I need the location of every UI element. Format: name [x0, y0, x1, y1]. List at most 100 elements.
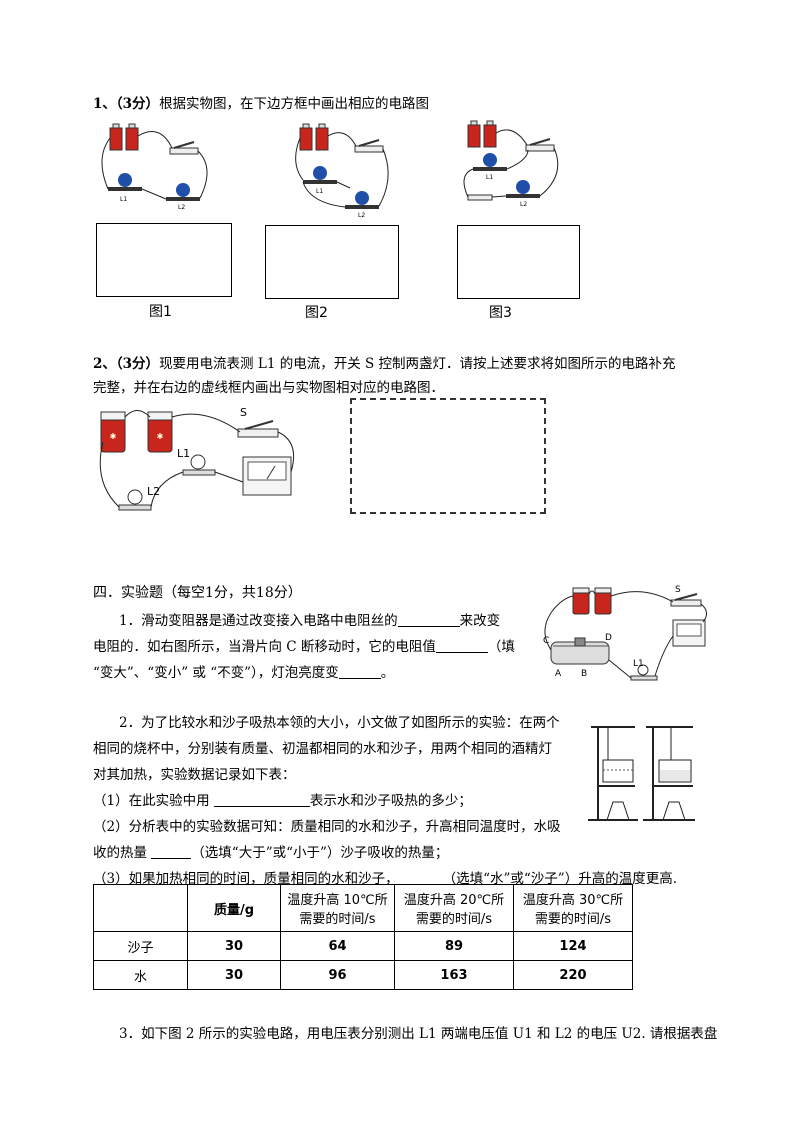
q1-caption-3: 图3 — [489, 305, 512, 321]
switch-icon — [354, 139, 384, 153]
table-row: 水 30 96 163 220 — [93, 960, 633, 990]
ammeter-icon — [242, 456, 292, 496]
q2-l1-label: L1 — [177, 447, 190, 460]
q1-score: （3分） — [115, 96, 160, 112]
s4-p2-sub2a: （2）分析表中的实验数据可知：质量相同的水和沙子，升高相同温度时，水吸 — [93, 819, 561, 835]
q1-figure-2-circuit: L1 L2 — [295, 123, 389, 219]
switch-icon — [169, 141, 199, 155]
table-cell: 64 — [280, 931, 395, 961]
battery-1-icon: ✱ — [100, 411, 126, 453]
s4-p1-fig-a: A — [555, 669, 562, 679]
table-header-10c: 温度升高 10℃所需要的时间/s — [280, 884, 395, 932]
table-cell: 89 — [394, 931, 514, 961]
table-cell: 30 — [187, 931, 281, 961]
q1-answer-box-3[interactable] — [457, 225, 580, 299]
table-cell: 96 — [280, 960, 395, 990]
q1-number: 1、 — [93, 96, 116, 112]
battery-pair-icon — [572, 587, 612, 615]
s4-p2-line1: 2．为了比较水和沙子吸热本领的大小，小文做了如图所示的实验：在两个 — [119, 715, 560, 731]
q1-fig3-l2-label: L2 — [520, 201, 527, 208]
s4-p2-sub2c: （选填“大于”或“小于”）沙子吸收的热量； — [191, 845, 449, 861]
bulb-l1-icon — [473, 153, 507, 171]
q1-answer-box-2[interactable] — [265, 225, 399, 299]
s4-p1-blank-1[interactable] — [397, 612, 460, 627]
table-cell-material: 水 — [93, 960, 188, 990]
rheostat-icon — [550, 637, 610, 665]
s4-p1-fig-l1: L1 — [633, 659, 644, 669]
s4-p1-line3b: 。 — [380, 665, 395, 681]
bulb-l2-icon — [345, 191, 379, 209]
bulb-l2-icon — [506, 180, 540, 198]
s4-p2-sub3b: （选填“水”或“沙子”）升高的温度更高. — [442, 871, 677, 887]
q2-line2: 完整，并在右边的虚线框内画出与实物图相对应的电路图． — [93, 380, 444, 396]
s4-p3-line1: 3．如下图 2 所示的实验电路，用电压表分别测出 L1 两端电压值 U1 和 L… — [119, 1026, 718, 1042]
q1-figure-3-circuit: L1 L2 — [463, 120, 559, 208]
s4-p1: 1．滑动变阻器是通过改变接入电路中电阻丝的 来改变 电阻的．如右图所示，当滑片向 … — [93, 608, 533, 686]
s4-p1-rheostat-circuit: S C D A B L1 — [543, 585, 707, 681]
battery-2-icon: ✱ — [147, 411, 173, 453]
table-cell: 163 — [394, 960, 514, 990]
q1-caption-2: 图2 — [305, 305, 328, 321]
s4-p2-line3: 对其加热，实验数据记录如下表： — [93, 767, 296, 783]
q1-figure-1-circuit: L1 L2 — [101, 123, 208, 211]
bulb-l2-icon — [166, 183, 200, 201]
s4-p1-fig-c: C — [543, 636, 549, 646]
s4-p2-blank-3[interactable] — [398, 870, 443, 885]
stand-2-icon — [643, 726, 695, 821]
q1-fig1-l2-label: L2 — [178, 204, 185, 211]
table-header-30c: 温度升高 30℃所需要的时间/s — [513, 884, 633, 932]
table-cell: 124 — [513, 931, 633, 961]
q2-l2-label: L2 — [147, 485, 160, 498]
s4-p1-blank-2[interactable] — [435, 638, 488, 653]
s4-p1-fig-d: D — [605, 633, 612, 643]
switch-s-icon — [237, 420, 279, 438]
s4-p1-line1b: 来改变 — [459, 613, 501, 629]
s4-p2-blank-2[interactable] — [151, 844, 192, 859]
table-cell: 30 — [187, 960, 281, 990]
s4-p2-blank-1[interactable] — [213, 792, 310, 807]
bulb-l2-icon — [118, 489, 152, 511]
s4-p1-fig-b: B — [581, 669, 587, 679]
q1-caption-1: 图1 — [149, 304, 172, 320]
table-header-empty — [93, 884, 188, 932]
table-header-row: 质量/g 温度升高 10℃所需要的时间/s 温度升高 20℃所需要的时间/s 温… — [93, 884, 633, 932]
switch-icon — [670, 593, 702, 607]
s4-p2-heating-apparatus — [588, 726, 695, 821]
q2-line1: 现要用电流表测 L1 的电流，开关 S 控制两盏灯．请按上述要求将如图所示的电路… — [159, 356, 676, 372]
experiment-data-table: 质量/g 温度升高 10℃所需要的时间/s 温度升高 20℃所需要的时间/s 温… — [93, 884, 633, 990]
table-header-20c: 温度升高 20℃所需要的时间/s — [394, 884, 514, 932]
q1-fig2-l1-label: L1 — [316, 188, 323, 195]
table-header-mass: 质量/g — [187, 884, 281, 932]
q2-switch-label: S — [240, 406, 247, 419]
s4-p2-sub3a: （3）如果加热相同的时间，质量相同的水和沙子， — [93, 871, 399, 887]
q1-fig2-l2-label: L2 — [358, 212, 365, 219]
q1-answer-box-1[interactable] — [96, 223, 232, 297]
s4-p1-line3a: “变大”、“变小” 或 “不变”），灯泡亮度变 — [93, 665, 339, 681]
s4-p2-sub2b: 收的热量 — [93, 845, 147, 861]
table-cell-material: 沙子 — [93, 931, 188, 961]
s4-p2: 2．为了比较水和沙子吸热本领的大小，小文做了如图所示的实验：在两个 相同的烧杯中… — [93, 710, 705, 892]
switch-icon — [525, 138, 555, 152]
q2-prompt: 2、（3分）现要用电流表测 L1 的电流，开关 S 控制两盏灯．请按上述要求将如… — [93, 355, 713, 397]
s4-p1-blank-3[interactable] — [338, 664, 381, 679]
q2-number: 2、 — [93, 356, 116, 372]
battery-pair-icon — [109, 123, 139, 151]
s4-p2-sub1a: （1）在此实验中用 — [93, 793, 210, 809]
q2-score: （3分） — [115, 356, 160, 372]
s4-p1-fig-s: S — [675, 585, 681, 595]
s4-p2-line2: 相同的烧杯中，分别装有质量、初温都相同的水和沙子，用两个相同的酒精灯 — [93, 741, 552, 757]
bulb-l1-icon — [303, 166, 337, 184]
s4-p2-sub1b: 表示水和沙子吸热的多少； — [309, 793, 472, 809]
battery-pair-icon — [467, 120, 497, 148]
s4-p1-line2b: （填 — [487, 639, 515, 655]
q1-prompt: 1、（3分）根据实物图，在下边方框中画出相应的电路图 — [93, 95, 429, 113]
section4-heading: 四．实验题（每空1分，共18分） — [93, 585, 302, 601]
s4-p1-line2a: 电阻的．如右图所示，当滑片向 C 断移动时，它的电阻值 — [93, 639, 436, 655]
q2-answer-dashed-box[interactable] — [350, 398, 546, 514]
s4-p1-line1a: 1．滑动变阻器是通过改变接入电路中电阻丝的 — [119, 613, 398, 629]
table-row: 沙子 30 64 89 124 — [93, 931, 633, 961]
stand-1-icon — [588, 726, 638, 821]
q1-fig3-l1-label: L1 — [486, 174, 493, 181]
table-cell: 220 — [513, 960, 633, 990]
svg-text:✱: ✱ — [157, 432, 164, 441]
